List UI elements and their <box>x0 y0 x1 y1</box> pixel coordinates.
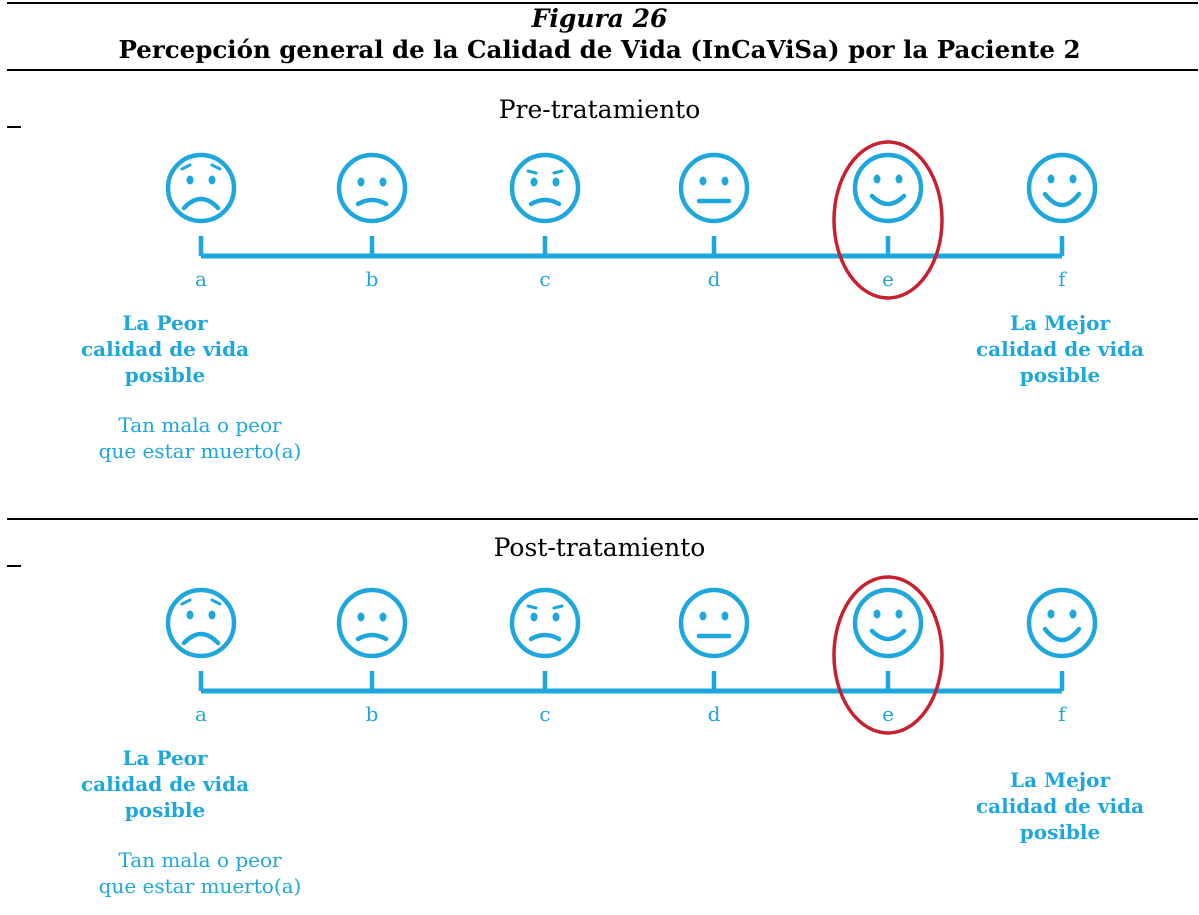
best-line-1: La Mejor <box>1010 768 1110 792</box>
scale-letter-d: d <box>707 267 721 291</box>
worst-line-1: La Peor <box>122 311 208 335</box>
scale-letter-b: b <box>365 267 379 291</box>
title-rule <box>7 69 1198 71</box>
worst-note: Tan mala o peor que estar muerto(a) <box>90 412 310 464</box>
top-rule <box>7 2 1198 4</box>
sad-face-icon <box>165 587 237 659</box>
worst-note-line-2: que estar muerto(a) <box>98 874 302 898</box>
selected-option-circle <box>832 575 944 735</box>
scale-graphic <box>165 575 1098 735</box>
section-label-pre: Pre-tratamiento <box>498 95 701 124</box>
worst-note-line-1: Tan mala o peor <box>118 413 282 437</box>
best-line-3: posible <box>1019 363 1101 387</box>
scale-letter-c: c <box>539 702 551 726</box>
best-label: La Mejor calidad de vida posible <box>960 767 1160 845</box>
best-line-1: La Mejor <box>1010 311 1110 335</box>
worst-line-2: calidad de vida <box>80 772 250 796</box>
scale-letter-e: e <box>882 267 894 291</box>
quality-of-life-scale-post: La Peor calidad de vida posible Tan mala… <box>0 575 1199 915</box>
section-tick-post <box>7 565 21 567</box>
worst-line-3: posible <box>124 363 206 387</box>
worst-line-3: posible <box>124 798 206 822</box>
worst-label: La Peor calidad de vida posible <box>70 310 260 388</box>
slightly-sad-face-icon <box>336 152 408 224</box>
scale-letter-b: b <box>365 702 379 726</box>
scale-letter-d: d <box>707 702 721 726</box>
happy-face-icon <box>1026 152 1098 224</box>
smiling-face-icon <box>852 152 924 224</box>
section-label-post: Post-tratamiento <box>493 533 706 562</box>
best-line-2: calidad de vida <box>975 794 1145 818</box>
scale-letter-e: e <box>882 702 894 726</box>
scale-letter-f: f <box>1058 267 1066 291</box>
neutral-face-icon <box>678 152 750 224</box>
section-rule-post <box>7 518 1198 520</box>
section-tick-pre <box>7 126 21 128</box>
slightly-sad-face-icon <box>336 587 408 659</box>
figure-number: Figura 26 <box>531 4 668 33</box>
worst-note: Tan mala o peor que estar muerto(a) <box>90 847 310 899</box>
worst-label: La Peor calidad de vida posible <box>70 745 260 823</box>
worst-line-2: calidad de vida <box>80 337 250 361</box>
best-line-3: posible <box>1019 820 1101 844</box>
scale-graphic <box>165 140 1098 300</box>
worried-face-icon <box>509 152 581 224</box>
happy-face-icon <box>1026 587 1098 659</box>
selected-option-circle <box>832 140 944 300</box>
figure-title: Percepción general de la Calidad de Vida… <box>118 35 1081 64</box>
worst-line-1: La Peor <box>122 746 208 770</box>
scale-letter-a: a <box>195 702 207 726</box>
best-label: La Mejor calidad de vida posible <box>960 310 1160 388</box>
quality-of-life-scale-pre: La Peor calidad de vida posible Tan mala… <box>0 140 1199 480</box>
worst-note-line-2: que estar muerto(a) <box>98 439 302 463</box>
smiling-face-icon <box>852 587 924 659</box>
worst-note-line-1: Tan mala o peor <box>118 848 282 872</box>
scale-letter-c: c <box>539 267 551 291</box>
scale-letter-f: f <box>1058 702 1066 726</box>
neutral-face-icon <box>678 587 750 659</box>
sad-face-icon <box>165 152 237 224</box>
worried-face-icon <box>509 587 581 659</box>
scale-letter-a: a <box>195 267 207 291</box>
best-line-2: calidad de vida <box>975 337 1145 361</box>
